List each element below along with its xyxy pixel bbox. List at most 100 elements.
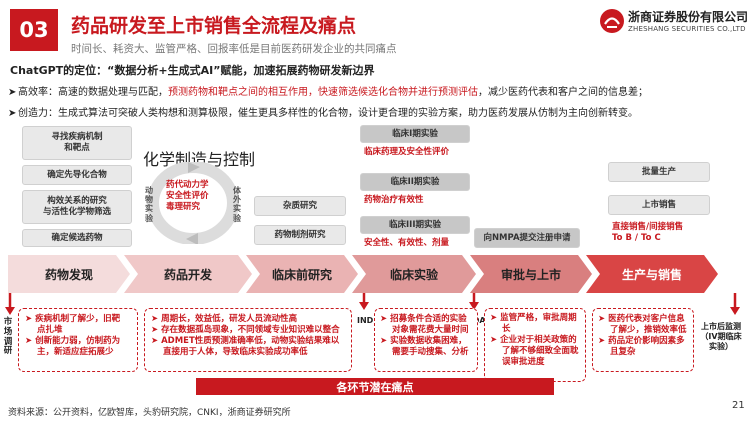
cmc-title: 化学制造与控制: [143, 150, 256, 169]
pain-item: 招募条件合适的实验: [390, 314, 467, 324]
creativity-bullet: ➤创造力：生成式算法可突破人类构想和测算极限，催生更具多样性的化合物，设计更合理…: [8, 104, 638, 119]
preclinical-box-impurity: 杂质研究: [254, 196, 346, 216]
production-items: 直接销售/间接销售 To B / To C: [612, 222, 683, 244]
production-box-batch: 批量生产: [608, 162, 710, 182]
efficiency-highlight: 预测药物和靶点之间的相互作用，快速筛选候选化合物并进行预测评估: [168, 87, 478, 98]
pain-list: ➤ 疾病机制了解少，旧靶 点扎堆 ➤ 创新能力弱，仿制药为 主，新适应症拓展少: [25, 314, 120, 358]
stage-development: 药品开发: [124, 255, 252, 293]
pain-box-approval: ➤ 监管严格，审批周期 长 ➤ 企业对于相关政策的 了解不够细致全面耽 误审批进…: [484, 308, 586, 382]
stage-preclinical: 临床前研究: [246, 255, 358, 293]
cycle-label-animal: 动物实验: [145, 186, 153, 223]
pain-item: 主，新适应症拓展少: [37, 347, 114, 358]
clinical-phase3-box: 临床III期实验: [360, 216, 470, 234]
pain-box-sales: ➤ 医药代表对客户信息 了解少，推销效率低 ➤ 药品定价影响因素多 且复杂: [592, 308, 694, 372]
discovery-box-candidate: 确定候选药物: [22, 229, 132, 247]
post-market-monitoring-label: 上市后监测 （IV期临床 实验）: [700, 322, 742, 351]
production-item: 直接销售/间接销售: [612, 222, 684, 232]
section-number-badge: 03: [10, 9, 58, 51]
down-arrow-icon: [359, 293, 369, 310]
pain-box-clinical: ➤ 招募条件合适的实验 对象需花费大量时间 ➤ 实验数据收集困难， 需要手动搜集…: [374, 308, 478, 372]
pain-item: 企业对于相关政策的: [500, 335, 577, 346]
page-title: 药品研发至上市销售全流程及痛点: [71, 15, 357, 37]
clinical-phase2-items: 药物治疗有效性: [364, 195, 424, 206]
pain-item: 且复杂: [610, 347, 636, 358]
pain-item: 疾病机制了解少，旧靶: [35, 314, 121, 324]
bullet-icon: ➤: [380, 336, 391, 347]
page-subtitle: 时间长、耗资大、监管严格、回报率低是目前医药研发企业的共同痛点: [71, 43, 397, 55]
stage-sales: 生产与销售: [586, 255, 718, 293]
pain-item: 药品定价影响因素多: [608, 336, 685, 347]
company-logo: 浙商证券股份有限公司 ZHESHANG SECURITIES CO.,LTD: [600, 8, 748, 42]
discovery-box-sar: 构效关系的研究 与活性化学物筛选: [22, 190, 132, 224]
bullet-icon: ➤: [598, 314, 609, 324]
clinical-phase1-box: 临床I期实验: [360, 125, 470, 143]
production-item: To B / To C: [612, 233, 661, 244]
pain-item: 长: [502, 324, 511, 335]
bullet-icon: ➤: [151, 325, 162, 336]
arrow-bullet-icon: ➤: [8, 87, 17, 98]
stage-approval: 审批与上市: [470, 255, 592, 293]
creativity-text: 创造力：生成式算法可突破人类构想和测算极限，催生更具多样性的化合物，设计更合理的…: [18, 108, 638, 119]
arrow-bullet-icon: ➤: [8, 108, 17, 119]
bullet-icon: ➤: [151, 336, 162, 347]
pain-item: 周期长，效益低，研发人员流动性高: [161, 314, 298, 324]
stage-discovery: 药物发现: [8, 255, 130, 293]
logo-text-cn: 浙商证券股份有限公司: [628, 10, 749, 24]
production-box-market: 上市销售: [608, 195, 710, 215]
down-arrow-icon: [469, 293, 479, 310]
clinical-phase1-item: 临床药理及安全性评价: [364, 147, 450, 157]
page-number: 21: [732, 400, 745, 411]
pain-item: 对象需花费大量时间: [392, 325, 469, 336]
pain-item: 存在数据孤岛现象，不同领域专业知识难以整合: [161, 325, 340, 336]
pain-list: ➤ 监管严格，审批周期 长 ➤ 企业对于相关政策的 了解不够细致全面耽 误审批进…: [490, 313, 579, 368]
clinical-phase3-item: 安全性、有效性、剂量: [364, 238, 450, 248]
source-note: 资料来源：公开资料，亿欧智库，头豹研究院，CNKI，浙商证券研究所: [8, 408, 291, 418]
cycle-item: 安全性评价: [166, 191, 209, 202]
clinical-phase2-item: 药物治疗有效性: [364, 195, 424, 205]
pain-item: ADMET性质预测准确率低，动物实验结果难以: [161, 336, 340, 347]
market-research-label: 市场调研: [3, 317, 13, 357]
logo-mark-icon: [600, 9, 624, 33]
cycle-item: 毒理研究: [166, 202, 201, 213]
pain-item: 监管严格，审批周期: [500, 313, 577, 323]
nmpa-submission-box: 向NMPA提交注册申请: [474, 228, 580, 248]
pain-item: 直接用于人体，导致临床实验成功率低: [163, 347, 308, 358]
pain-item: 误审批进度: [502, 357, 545, 368]
pain-item: 创新能力弱，仿制药为: [35, 336, 121, 347]
cycle-diagram: [147, 162, 239, 244]
positioning-statement: ChatGPT的定位：“数据分析+生成式AI”赋能，加速拓展药物研发新边界: [10, 64, 375, 77]
cycle-item: 药代动力学: [166, 180, 209, 190]
pain-box-discovery: ➤ 疾病机制了解少，旧靶 点扎堆 ➤ 创新能力弱，仿制药为 主，新适应症拓展少: [18, 308, 138, 372]
efficiency-prefix: 高效率：高速的数据处理与匹配，: [18, 87, 168, 98]
down-arrow-icon: [730, 293, 740, 315]
bullet-icon: ➤: [151, 314, 162, 324]
clinical-phase1-items: 临床药理及安全性评价: [364, 147, 449, 158]
bullet-icon: ➤: [380, 314, 391, 324]
bullet-icon: ➤: [25, 314, 36, 324]
pain-item: 需要手动搜集、分析: [392, 347, 469, 358]
stage-clinical: 临床实验: [352, 255, 476, 293]
ind-label: IND: [357, 316, 374, 325]
discovery-box-mechanism: 寻找疾病机制 和靶点: [22, 126, 132, 160]
pain-item: 了解不够细致全面耽: [502, 346, 579, 357]
down-arrow-icon: [5, 293, 15, 315]
pain-item: 点扎堆: [37, 325, 63, 336]
clinical-phase3-items: 安全性、有效性、剂量: [364, 238, 449, 249]
pain-points-banner: 各环节潜在痛点: [196, 378, 554, 395]
efficiency-suffix: ，减少医药代表和客户之间的信息差；: [478, 87, 648, 98]
cycle-label-invitro: 体外实验: [233, 186, 241, 223]
clinical-phase2-box: 临床II期实验: [360, 173, 470, 191]
pain-item: 医药代表对客户信息: [608, 314, 685, 324]
logo-text-en: ZHESHANG SECURITIES CO.,LTD: [628, 25, 746, 33]
pain-item: 了解少，推销效率低: [610, 325, 687, 336]
efficiency-bullet: ➤高效率：高速的数据处理与匹配，预测药物和靶点之间的相互作用，快速筛选候选化合物…: [8, 83, 648, 98]
pain-list: ➤ 医药代表对客户信息 了解少，推销效率低 ➤ 药品定价影响因素多 且复杂: [598, 314, 687, 358]
pain-item: 实验数据收集困难，: [390, 336, 467, 347]
bullet-icon: ➤: [490, 335, 501, 346]
pain-list: ➤ 招募条件合适的实验 对象需花费大量时间 ➤ 实验数据收集困难， 需要手动搜集…: [380, 314, 469, 358]
bullet-icon: ➤: [598, 336, 609, 347]
discovery-box-lead: 确定先导化合物: [22, 165, 132, 185]
preclinical-box-formulation: 药物制剂研究: [254, 225, 346, 245]
bullet-icon: ➤: [490, 313, 501, 323]
cycle-items: 药代动力学 安全性评价 毒理研究: [166, 180, 209, 213]
